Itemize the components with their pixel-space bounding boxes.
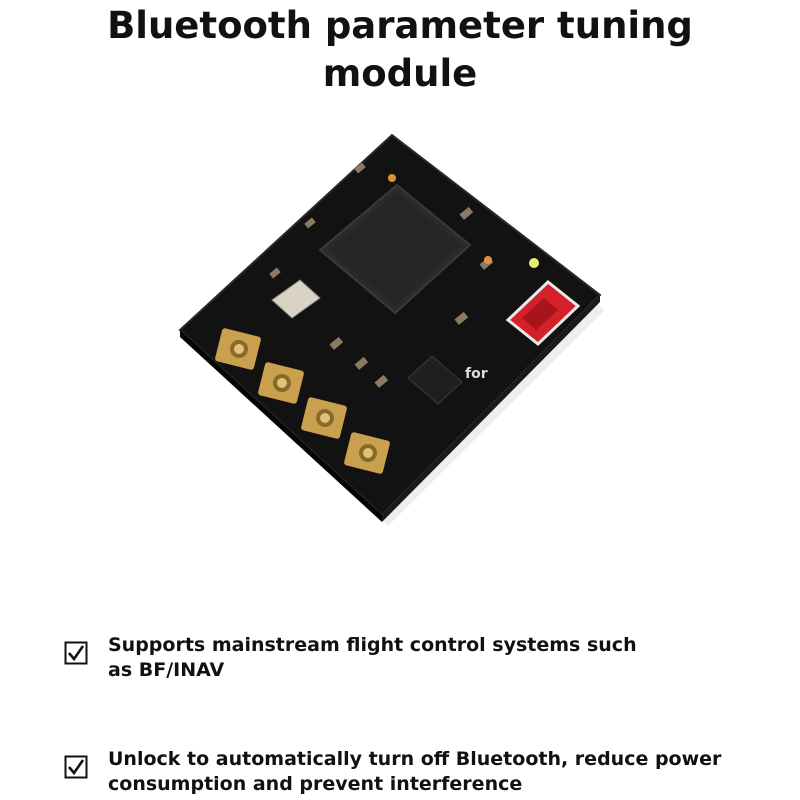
bluetooth-module-board: for	[178, 133, 605, 526]
solder-pads	[215, 328, 390, 474]
feature-line: Unlock to automatically turn off Bluetoo…	[108, 748, 722, 770]
board-label: for	[465, 366, 488, 382]
feature-text: Unlock to automatically turn off Bluetoo…	[108, 747, 721, 797]
feature-item: Supports mainstream flight control syste…	[64, 633, 764, 683]
product-image: for	[160, 120, 640, 540]
crystal	[271, 279, 321, 319]
title-line-1: Bluetooth parameter tuning	[107, 4, 693, 47]
checkbox-checked-icon	[64, 641, 88, 665]
feature-line: Supports mainstream flight control syste…	[108, 634, 637, 656]
feature-line: as BF/INAV	[108, 659, 225, 681]
small-ic	[407, 355, 463, 405]
feature-line: consumption and prevent interference	[108, 773, 523, 795]
page-title: Bluetooth parameter tuning module	[0, 2, 800, 98]
checkbox-checked-icon	[64, 755, 88, 779]
feature-item: Unlock to automatically turn off Bluetoo…	[64, 747, 764, 797]
title-line-2: module	[322, 52, 478, 95]
feature-text: Supports mainstream flight control syste…	[108, 633, 637, 683]
